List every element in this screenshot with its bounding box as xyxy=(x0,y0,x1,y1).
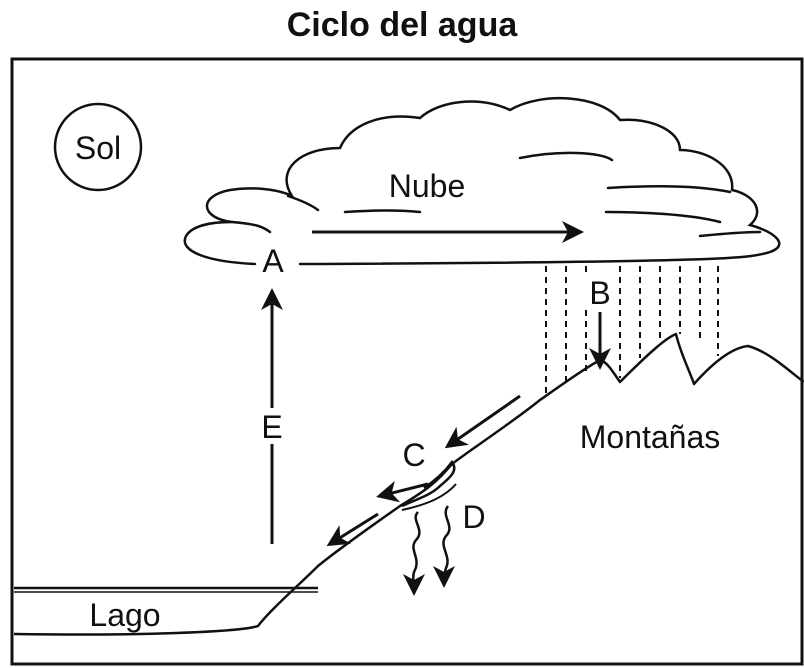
lake-label: Lago xyxy=(89,597,160,633)
diagram-title: Ciclo del agua xyxy=(286,6,518,44)
label-e: E xyxy=(261,409,282,445)
stream-valley xyxy=(401,459,456,508)
sun-circle xyxy=(53,102,143,192)
cloud xyxy=(183,96,781,266)
cloud-inner-curve xyxy=(230,220,272,234)
cloud-outline xyxy=(183,96,781,266)
cloud-inner-curve xyxy=(518,151,614,162)
sun-label: Sol xyxy=(75,130,121,166)
label-a: A xyxy=(262,243,284,279)
arrow-runoff xyxy=(376,480,429,503)
sun: Sol xyxy=(53,102,143,192)
mountains-label: Montañas xyxy=(580,419,721,455)
stream-channel xyxy=(401,483,457,511)
cloud-inner-curve xyxy=(343,209,422,214)
arrow-runoff xyxy=(444,394,521,449)
cloud-inner-curve xyxy=(698,230,762,238)
label-b: B xyxy=(589,275,610,311)
arrow-runoff xyxy=(326,512,379,547)
label-d: D xyxy=(462,499,485,535)
arrow-infiltration xyxy=(433,505,456,588)
mountains xyxy=(13,332,804,636)
cloud-inner-curve xyxy=(606,184,732,194)
cloud-inner-curve xyxy=(286,194,320,212)
cloud-label: Nube xyxy=(389,168,466,204)
label-c: C xyxy=(402,437,425,473)
rain xyxy=(545,266,719,396)
arrow-infiltration xyxy=(402,511,425,596)
diagram-frame xyxy=(10,57,804,666)
label-b-background xyxy=(585,274,615,310)
cloud-inner-curve xyxy=(604,210,722,224)
